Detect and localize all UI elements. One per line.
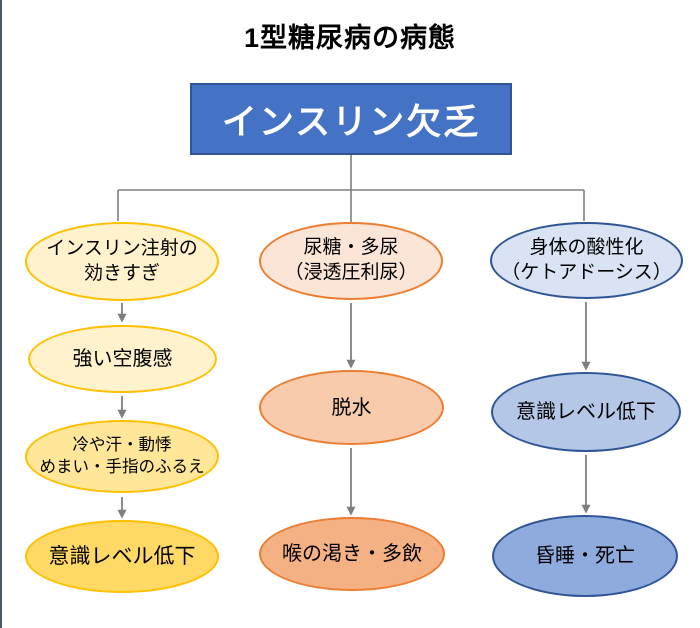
node-label-line: 効きすぎ — [83, 262, 160, 284]
node-label-line: インスリン注射の — [46, 237, 198, 259]
node-coma-death: 昏睡・死亡 — [492, 515, 678, 597]
node-label-line: 意識レベル低下 — [516, 401, 656, 423]
node-label-line: 脱水 — [331, 396, 372, 419]
node-dehydration: 脱水 — [259, 370, 444, 445]
node-thirst-polydipsia: 喉の渇き・多飲 — [259, 517, 445, 591]
node-label-line: （ケトアドーシス） — [501, 261, 672, 283]
node-label-line: 意識レベル低下 — [48, 544, 196, 568]
node-cold-sweat-palpitation-tremor: 冷や汗・動悸 めまい・手指のふるえ — [25, 420, 219, 493]
root-node-label: インスリン欠乏 — [221, 102, 481, 142]
node-body-acidification-ketoacidosis: 身体の酸性化 （ケトアドーシス） — [490, 222, 683, 299]
node-glycosuria-polyuria: 尿糖・多尿 （浸透圧利尿） — [259, 222, 443, 300]
connector-tree — [117, 155, 585, 222]
left-edge-line — [0, 0, 2, 628]
diagram-title: 1型糖尿病の病態 — [243, 23, 457, 53]
node-label-line: 強い空腹感 — [72, 348, 173, 370]
node-label-line: 昏睡・死亡 — [535, 545, 635, 567]
node-consciousness-decline-left: 意識レベル低下 — [25, 520, 219, 593]
node-label-line: （浸透圧利尿） — [284, 262, 418, 283]
root-node-insulin-deficiency: インスリン欠乏 — [190, 83, 512, 155]
node-strong-hunger: 強い空腹感 — [28, 325, 217, 393]
node-label-line: 尿糖・多尿 — [303, 237, 399, 259]
node-insulin-injection-excess: インスリン注射の 効きすぎ — [25, 222, 219, 301]
node-label-line: 身体の酸性化 — [529, 236, 644, 258]
node-consciousness-decline-right: 意識レベル低下 — [491, 372, 681, 452]
node-label-line: 喉の渇き・多飲 — [282, 543, 422, 565]
node-label-line: めまい・手指のふるえ — [39, 457, 205, 476]
node-label-line: 冷や汗・動悸 — [72, 436, 172, 455]
